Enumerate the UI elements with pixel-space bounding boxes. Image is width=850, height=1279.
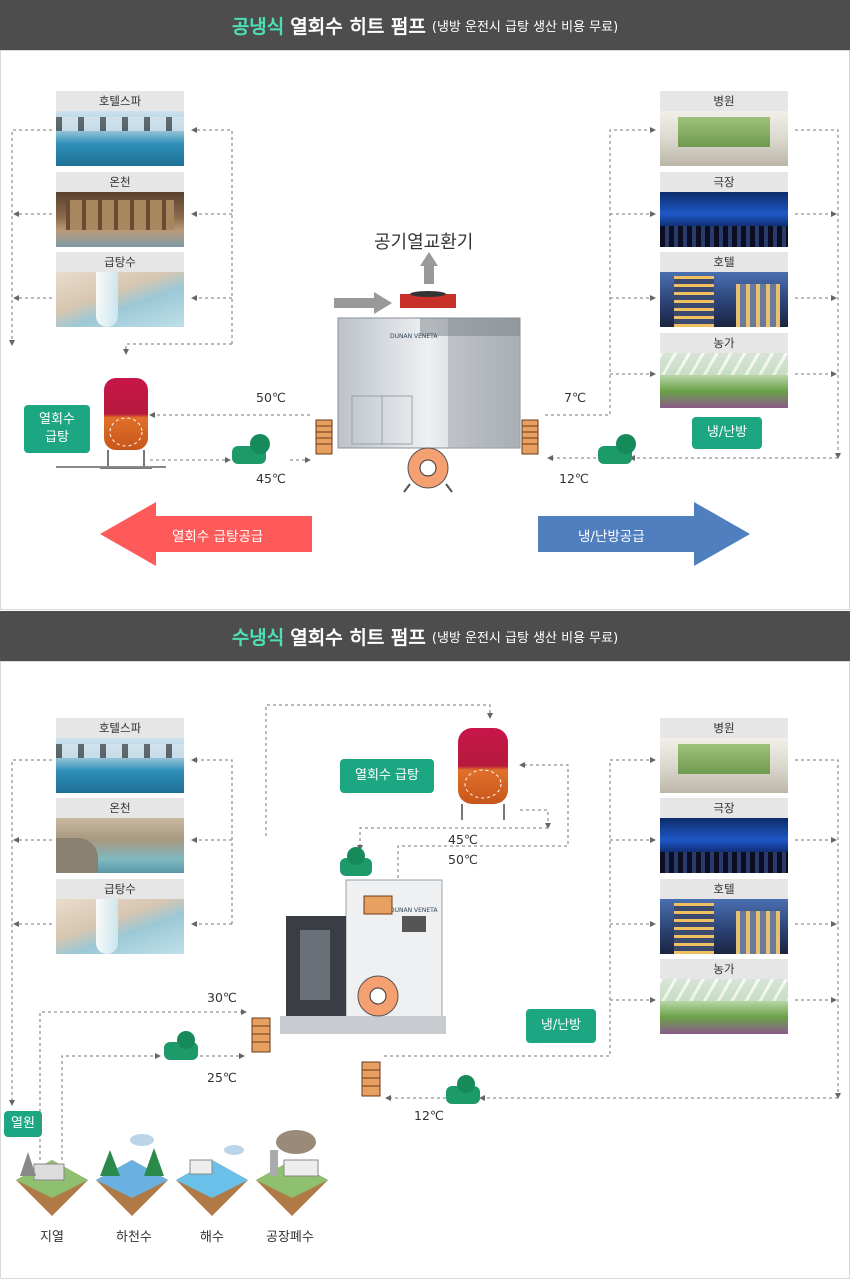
card-label: 온천 <box>56 798 184 818</box>
section2-banner: 수냉식 열회수 히트 펌프 (냉방 운전시 급탕 생산 비용 무료) <box>0 611 850 661</box>
card-hotel: 호텔 <box>660 879 788 954</box>
cooling-heating-badge: 냉/난방 <box>692 417 762 449</box>
card-hotel-spa: 호텔스파 <box>56 91 184 166</box>
hotel-spa-photo <box>56 738 184 793</box>
geothermal-icon <box>16 1152 88 1216</box>
heat-exchanger-coils-section1 <box>315 419 539 455</box>
temp-hot-in: 45℃ <box>256 471 286 486</box>
section2-highlight: 수냉식 <box>231 626 285 649</box>
card-onsen: 온천 <box>56 172 184 247</box>
seawater-icon <box>176 1145 248 1216</box>
card-label: 호텔스파 <box>56 718 184 738</box>
card-hot-water: 급탕수 <box>56 879 184 954</box>
compressor-icon <box>403 447 453 493</box>
card-label: 온천 <box>56 172 184 192</box>
card-hospital: 병원 <box>660 718 788 793</box>
card-farm: 농가 <box>660 333 788 408</box>
card-label: 호텔스파 <box>56 91 184 111</box>
card-theater: 극장 <box>660 172 788 247</box>
section2-title: 열회수 히트 펌프 <box>290 626 426 649</box>
source-wastewater-label: 공장폐수 <box>266 1230 314 1245</box>
card-hot-water: 급탕수 <box>56 252 184 327</box>
temp-cold-out: 7℃ <box>564 390 586 405</box>
card-label: 극장 <box>660 172 788 192</box>
card-hotel: 호텔 <box>660 252 788 327</box>
section1-title: 열회수 히트 펌프 <box>290 15 426 38</box>
card-label: 농가 <box>660 959 788 979</box>
pump-icons-section1 <box>232 434 636 464</box>
section1-subtitle: (냉방 운전시 급탕 생산 비용 무료) <box>431 19 619 35</box>
card-onsen: 온천 <box>56 798 184 873</box>
hot-supply-label: 열회수 급탕공급 <box>172 529 264 545</box>
fan-block <box>334 252 456 314</box>
water-cooled-unit: DUNAN VENETA <box>280 879 446 1034</box>
hospital-photo <box>660 111 788 166</box>
wastewater-icon <box>256 1130 328 1216</box>
farm-photo <box>660 353 788 408</box>
hot-water-tank-section2 <box>458 728 508 820</box>
farm-photo <box>660 979 788 1034</box>
pipe-lines-section2 <box>9 704 841 1160</box>
heat-recovery-badge: 열회수 급탕 <box>24 405 90 453</box>
hot-water-tank-section1 <box>56 378 166 469</box>
cooling-heating-badge: 냉/난방 <box>526 1009 596 1043</box>
theater-photo <box>660 818 788 873</box>
theater-photo <box>660 192 788 247</box>
temp-hot-out: 50℃ <box>256 390 286 405</box>
hot-water-badge: 열회수 급탕 <box>340 759 434 793</box>
card-label: 병원 <box>660 91 788 111</box>
svg-text:DUNAN VENETA: DUNAN VENETA <box>390 333 438 340</box>
onsen-photo <box>56 818 184 873</box>
temp-hot-out: 50℃ <box>448 852 478 867</box>
card-label: 극장 <box>660 798 788 818</box>
hot-supply-arrow: 열회수 급탕공급 <box>100 502 312 566</box>
temp-source-in: 25℃ <box>207 1070 237 1085</box>
cold-supply-label: 냉/난방공급 <box>578 529 645 545</box>
heat-source-badge: 열원 <box>4 1111 42 1137</box>
air-cooled-unit: DUNAN VENETA <box>337 317 521 449</box>
hotel-photo <box>660 899 788 954</box>
section1-highlight: 공냉식 <box>231 15 285 38</box>
card-label: 호텔 <box>660 252 788 272</box>
pipe-lines-section1 <box>9 127 841 463</box>
svg-text:DUNAN VENETA: DUNAN VENETA <box>390 907 438 914</box>
hot-water-photo <box>56 899 184 954</box>
compressor-icon <box>357 975 399 1017</box>
air-exchanger-label: 공기열교환기 <box>374 232 474 253</box>
hospital-photo <box>660 738 788 793</box>
temp-cold-in: 12℃ <box>414 1108 444 1123</box>
pump-icons-section2 <box>164 847 480 1104</box>
onsen-photo <box>56 192 184 247</box>
card-label: 호텔 <box>660 879 788 899</box>
card-label: 농가 <box>660 333 788 353</box>
temp-cold-in: 12℃ <box>559 471 589 486</box>
card-farm: 농가 <box>660 959 788 1034</box>
card-label: 급탕수 <box>56 879 184 899</box>
hotel-photo <box>660 272 788 327</box>
card-label: 급탕수 <box>56 252 184 272</box>
card-hospital: 병원 <box>660 91 788 166</box>
card-hotel-spa: 호텔스파 <box>56 718 184 793</box>
river-icon <box>96 1134 168 1216</box>
cold-supply-arrow: 냉/난방공급 <box>538 502 750 566</box>
source-river-label: 하천수 <box>116 1230 152 1245</box>
hot-water-photo <box>56 272 184 327</box>
source-geothermal-label: 지열 <box>40 1230 64 1245</box>
card-label: 병원 <box>660 718 788 738</box>
temp-source-out: 30℃ <box>207 990 237 1005</box>
source-seawater-label: 해수 <box>200 1230 224 1245</box>
hotel-spa-photo <box>56 111 184 166</box>
card-theater: 극장 <box>660 798 788 873</box>
temp-hot-in: 45℃ <box>448 832 478 847</box>
section1-banner: 공냉식 열회수 히트 펌프 (냉방 운전시 급탕 생산 비용 무료) <box>0 0 850 50</box>
heat-exchanger-coils-section2 <box>251 895 393 1097</box>
section2-subtitle: (냉방 운전시 급탕 생산 비용 무료) <box>431 630 619 646</box>
